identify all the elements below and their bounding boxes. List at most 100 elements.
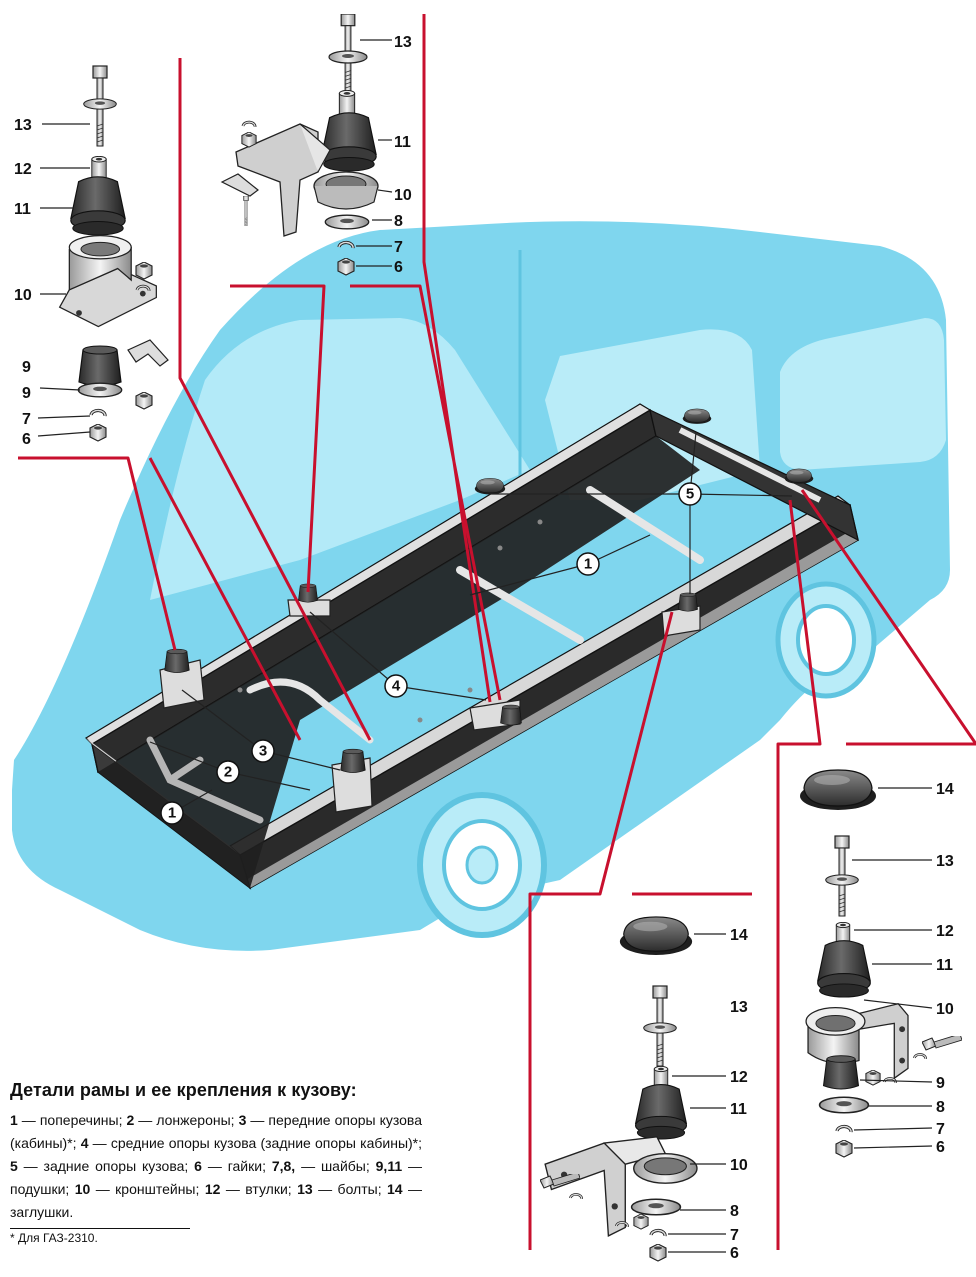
caption-item-num: 12 bbox=[204, 1181, 221, 1197]
pad-9 bbox=[78, 345, 122, 387]
label: 9 bbox=[22, 385, 31, 402]
pad-9 bbox=[822, 1055, 860, 1090]
caption-body: 1 — поперечины; 2 — лонжероны; 3 — перед… bbox=[10, 1112, 423, 1220]
bracket-10 bbox=[544, 1136, 698, 1237]
washer-8 bbox=[818, 1096, 870, 1114]
label: 7 bbox=[730, 1227, 739, 1244]
washer bbox=[83, 98, 117, 110]
exploded-mount-bottom-center: 14 13 12 11 10 8 7 6 bbox=[540, 916, 748, 1262]
nut-6 bbox=[89, 424, 107, 442]
bracket-10 bbox=[59, 234, 157, 328]
mount-rear-2 bbox=[682, 408, 712, 425]
exploded-mount-bottom-right: 14 13 12 11 10 9 8 7 6 bbox=[799, 769, 962, 1158]
nut-6 bbox=[835, 1140, 853, 1158]
caption-item-num: 7,8, bbox=[271, 1158, 296, 1174]
caption-item-text: лонжероны; bbox=[156, 1112, 235, 1128]
label: 9 bbox=[22, 359, 31, 376]
lock-washer bbox=[569, 1193, 583, 1201]
plug-14 bbox=[619, 916, 693, 956]
label: 6 bbox=[394, 259, 403, 276]
caption-title: Детали рамы и ее крепления к кузову: bbox=[10, 1080, 357, 1100]
caption-item-text: поперечины; bbox=[39, 1112, 123, 1128]
front-wheel bbox=[417, 792, 547, 938]
washer bbox=[643, 1022, 677, 1034]
mount-front-right bbox=[331, 748, 373, 813]
nut bbox=[135, 392, 153, 410]
callout-number: 5 bbox=[686, 486, 694, 503]
caption-item-text: заглушки. bbox=[10, 1204, 74, 1220]
caption-footnote: * Для ГАЗ-2310. bbox=[10, 1231, 98, 1245]
pad-11 bbox=[634, 1083, 688, 1140]
exploded-mount-top-left: 13 12 11 10 9 9 7 6 bbox=[14, 65, 169, 448]
footnote-rule bbox=[10, 1228, 190, 1229]
leader-bottom-right-box bbox=[776, 489, 976, 1250]
pad-11 bbox=[321, 112, 377, 172]
label: 10 bbox=[730, 1157, 748, 1174]
caption-item-text: кронштейны; bbox=[115, 1181, 200, 1197]
callout-circle: 3 bbox=[251, 739, 275, 763]
caption-item-text: задние опоры кузова; bbox=[43, 1158, 189, 1174]
mount-mid-right bbox=[469, 699, 522, 731]
clamp-plate bbox=[127, 339, 169, 367]
bracket-plate bbox=[235, 123, 319, 237]
frame-callout-circles: 1 1 2 3 4 5 bbox=[160, 482, 702, 825]
mount-rear-3 bbox=[784, 468, 814, 485]
washer bbox=[328, 50, 368, 64]
label: 11 bbox=[14, 201, 31, 218]
caption-item-num: 5 bbox=[10, 1158, 18, 1174]
label: 12 bbox=[730, 1069, 748, 1086]
tube-cross-member-mid bbox=[246, 678, 374, 744]
label: 10 bbox=[14, 287, 32, 304]
van-side-window-2 bbox=[780, 318, 946, 470]
label: 14 bbox=[936, 781, 954, 798]
clamp-plate bbox=[220, 173, 259, 197]
leader-top-center-box bbox=[230, 14, 502, 703]
lock-washer-7 bbox=[835, 1124, 853, 1134]
label: 13 bbox=[730, 999, 748, 1016]
caption-item-num: 4 bbox=[80, 1135, 89, 1151]
label: 13 bbox=[936, 853, 954, 870]
label: 7 bbox=[22, 411, 31, 428]
lock-washer bbox=[241, 120, 257, 129]
callout-circle: 5 bbox=[678, 482, 702, 506]
hbolt bbox=[922, 1036, 962, 1051]
lock-washer bbox=[913, 1053, 927, 1061]
caption-item-text: средние опоры кузова (задние опоры кабин… bbox=[110, 1135, 423, 1151]
caption-item-text: передние опоры кузова (кабины)*; bbox=[10, 1112, 422, 1151]
label: 11 bbox=[936, 957, 953, 974]
callout-circle: 1 bbox=[160, 801, 184, 825]
callout-circle: 2 bbox=[216, 760, 240, 784]
caption-item-num: 9,11 bbox=[375, 1158, 403, 1174]
label: 13 bbox=[14, 117, 32, 134]
lock-washer-7 bbox=[649, 1228, 667, 1238]
caption-item-num: 1 bbox=[10, 1112, 18, 1128]
nut bbox=[865, 1070, 881, 1086]
label: 9 bbox=[936, 1075, 945, 1092]
caption-item-text: шайбы; bbox=[320, 1158, 370, 1174]
caption-item-num: 3 bbox=[238, 1112, 247, 1128]
caption-item-text: подушки; bbox=[10, 1181, 70, 1197]
pad-11 bbox=[70, 176, 126, 236]
small-bolt bbox=[242, 196, 250, 226]
rear-wheel bbox=[775, 581, 877, 699]
washer-8 bbox=[630, 1198, 682, 1216]
figure-caption: Детали рамы и ее крепления к кузову: 1 —… bbox=[10, 1080, 422, 1245]
label: 14 bbox=[730, 927, 748, 944]
washer-9 bbox=[77, 382, 123, 398]
callout-number: 3 bbox=[259, 743, 267, 760]
label: 13 bbox=[394, 34, 412, 51]
caption-item-text: болты; bbox=[337, 1181, 382, 1197]
label: 10 bbox=[936, 1001, 954, 1018]
bracket-10 bbox=[805, 1003, 909, 1079]
nut-6 bbox=[337, 258, 355, 276]
washer bbox=[825, 874, 859, 886]
nut bbox=[241, 132, 257, 148]
callout-number: 1 bbox=[584, 556, 592, 573]
lock-washer-7 bbox=[89, 408, 107, 418]
callout-number: 4 bbox=[392, 678, 401, 695]
nut bbox=[135, 262, 153, 280]
caption-item-num: 10 bbox=[74, 1181, 91, 1197]
callout-circle: 4 bbox=[384, 674, 408, 698]
